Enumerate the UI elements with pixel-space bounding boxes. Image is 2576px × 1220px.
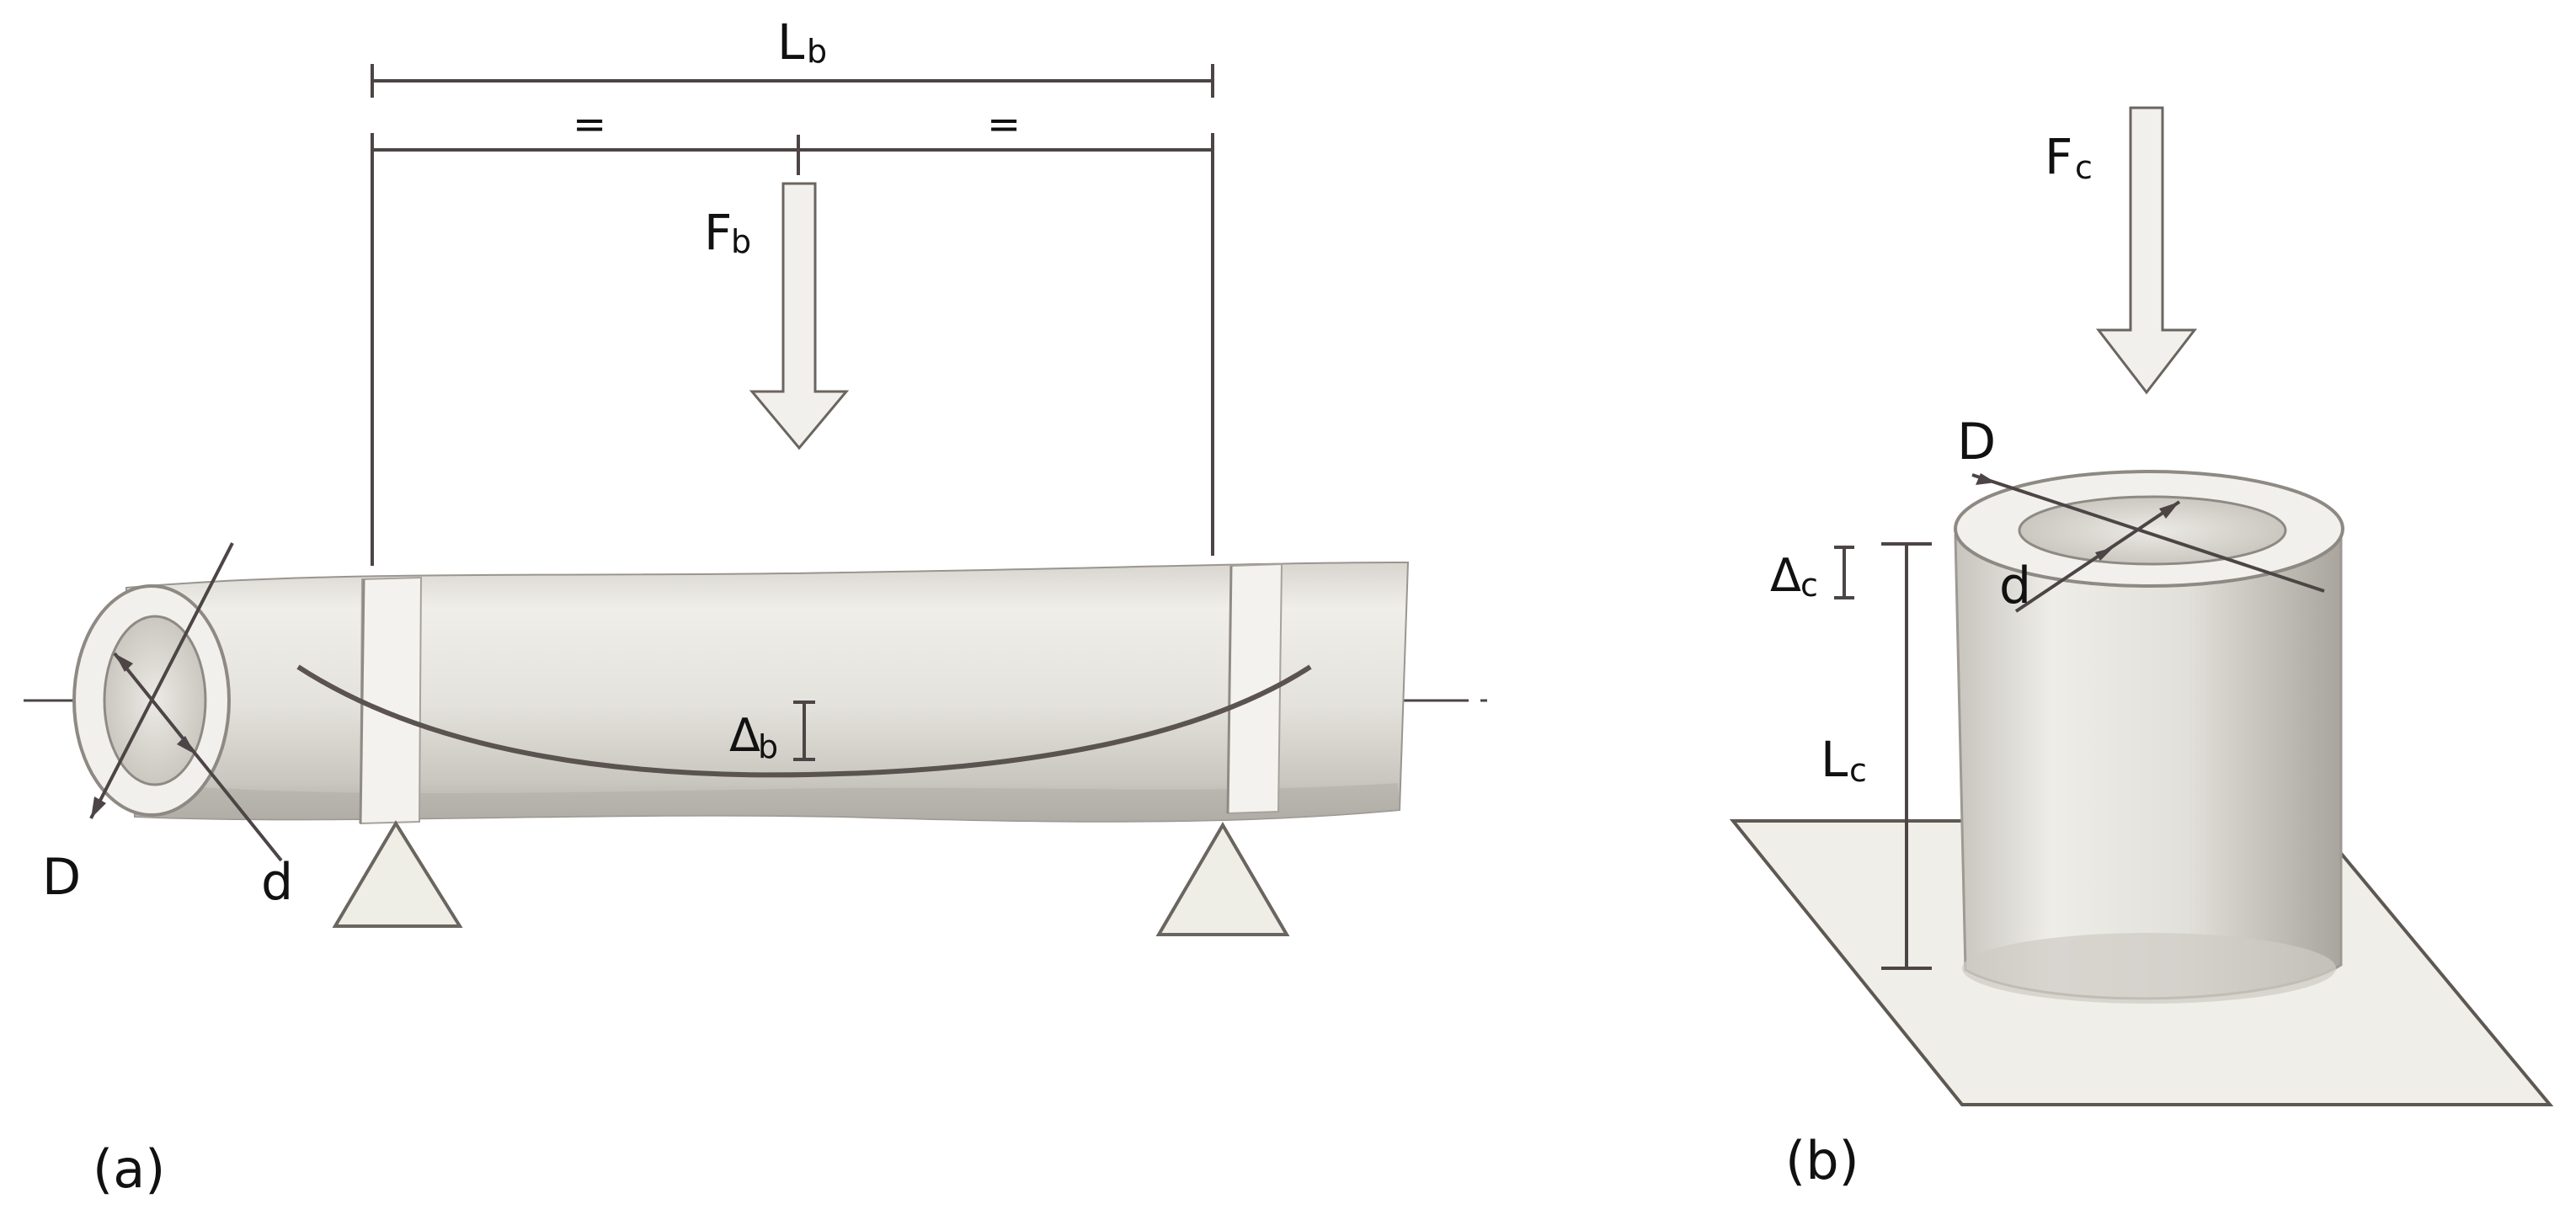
compression-force-arrow	[2095, 106, 2198, 395]
svg-text:F: F	[2045, 128, 2072, 185]
bending-force-label: F b	[704, 204, 751, 261]
bone-tube-specimen	[125, 561, 1410, 825]
inner-diameter-label-b: d	[1999, 557, 2031, 615]
deflection-marker	[793, 701, 815, 761]
outer-diameter-line	[89, 542, 234, 819]
svg-text:L: L	[1821, 731, 1848, 788]
left-ring-band	[359, 576, 423, 825]
right-support-triangle	[1155, 822, 1290, 936]
deflection-curve	[296, 664, 1312, 778]
bending-force-arrow	[749, 182, 850, 450]
svg-text:b: b	[731, 223, 751, 260]
svg-text:L: L	[777, 13, 804, 71]
svg-text:Δ: Δ	[1770, 549, 1801, 602]
svg-text:c: c	[1849, 752, 1867, 789]
panel-a-caption: (a)	[93, 1138, 165, 1200]
panel-b-caption: (b)	[1785, 1130, 1859, 1191]
half-span-mark-left: =	[573, 101, 606, 148]
svg-text:F: F	[704, 204, 732, 261]
bone-cylinder-specimen	[1954, 470, 2344, 1004]
outer-diameter-label: D	[42, 848, 81, 907]
panel-b-compression-test: F c D d L c	[1729, 106, 2554, 1191]
shortening-label: Δ c	[1770, 549, 1818, 604]
inner-diameter-line-b	[2014, 500, 2181, 613]
svg-text:b: b	[758, 728, 778, 765]
length-dimension-line	[1881, 542, 1932, 970]
left-support-triangle	[332, 820, 463, 928]
right-ring-band	[1226, 562, 1283, 815]
inner-diameter-line	[113, 652, 283, 862]
outer-diameter-line-b	[1971, 473, 2325, 593]
deflection-label: Δ b	[729, 709, 778, 765]
span-dimension-line	[371, 64, 1214, 98]
half-span-mark-right: =	[987, 101, 1021, 148]
svg-text:Δ: Δ	[729, 709, 760, 762]
panel-a-bending-test: L b = = F b	[24, 13, 1492, 1200]
svg-text:c: c	[1800, 567, 1818, 604]
svg-text:c: c	[2075, 149, 2093, 186]
outer-diameter-label-b: D	[1957, 413, 1996, 471]
shortening-marker	[1834, 546, 1854, 599]
length-label: L c	[1821, 731, 1867, 789]
svg-text:b: b	[807, 33, 827, 70]
compression-force-label: F c	[2045, 128, 2093, 186]
half-span-dimension-line	[371, 133, 1214, 175]
span-label: L b	[777, 13, 827, 71]
inner-diameter-label: d	[261, 853, 293, 912]
